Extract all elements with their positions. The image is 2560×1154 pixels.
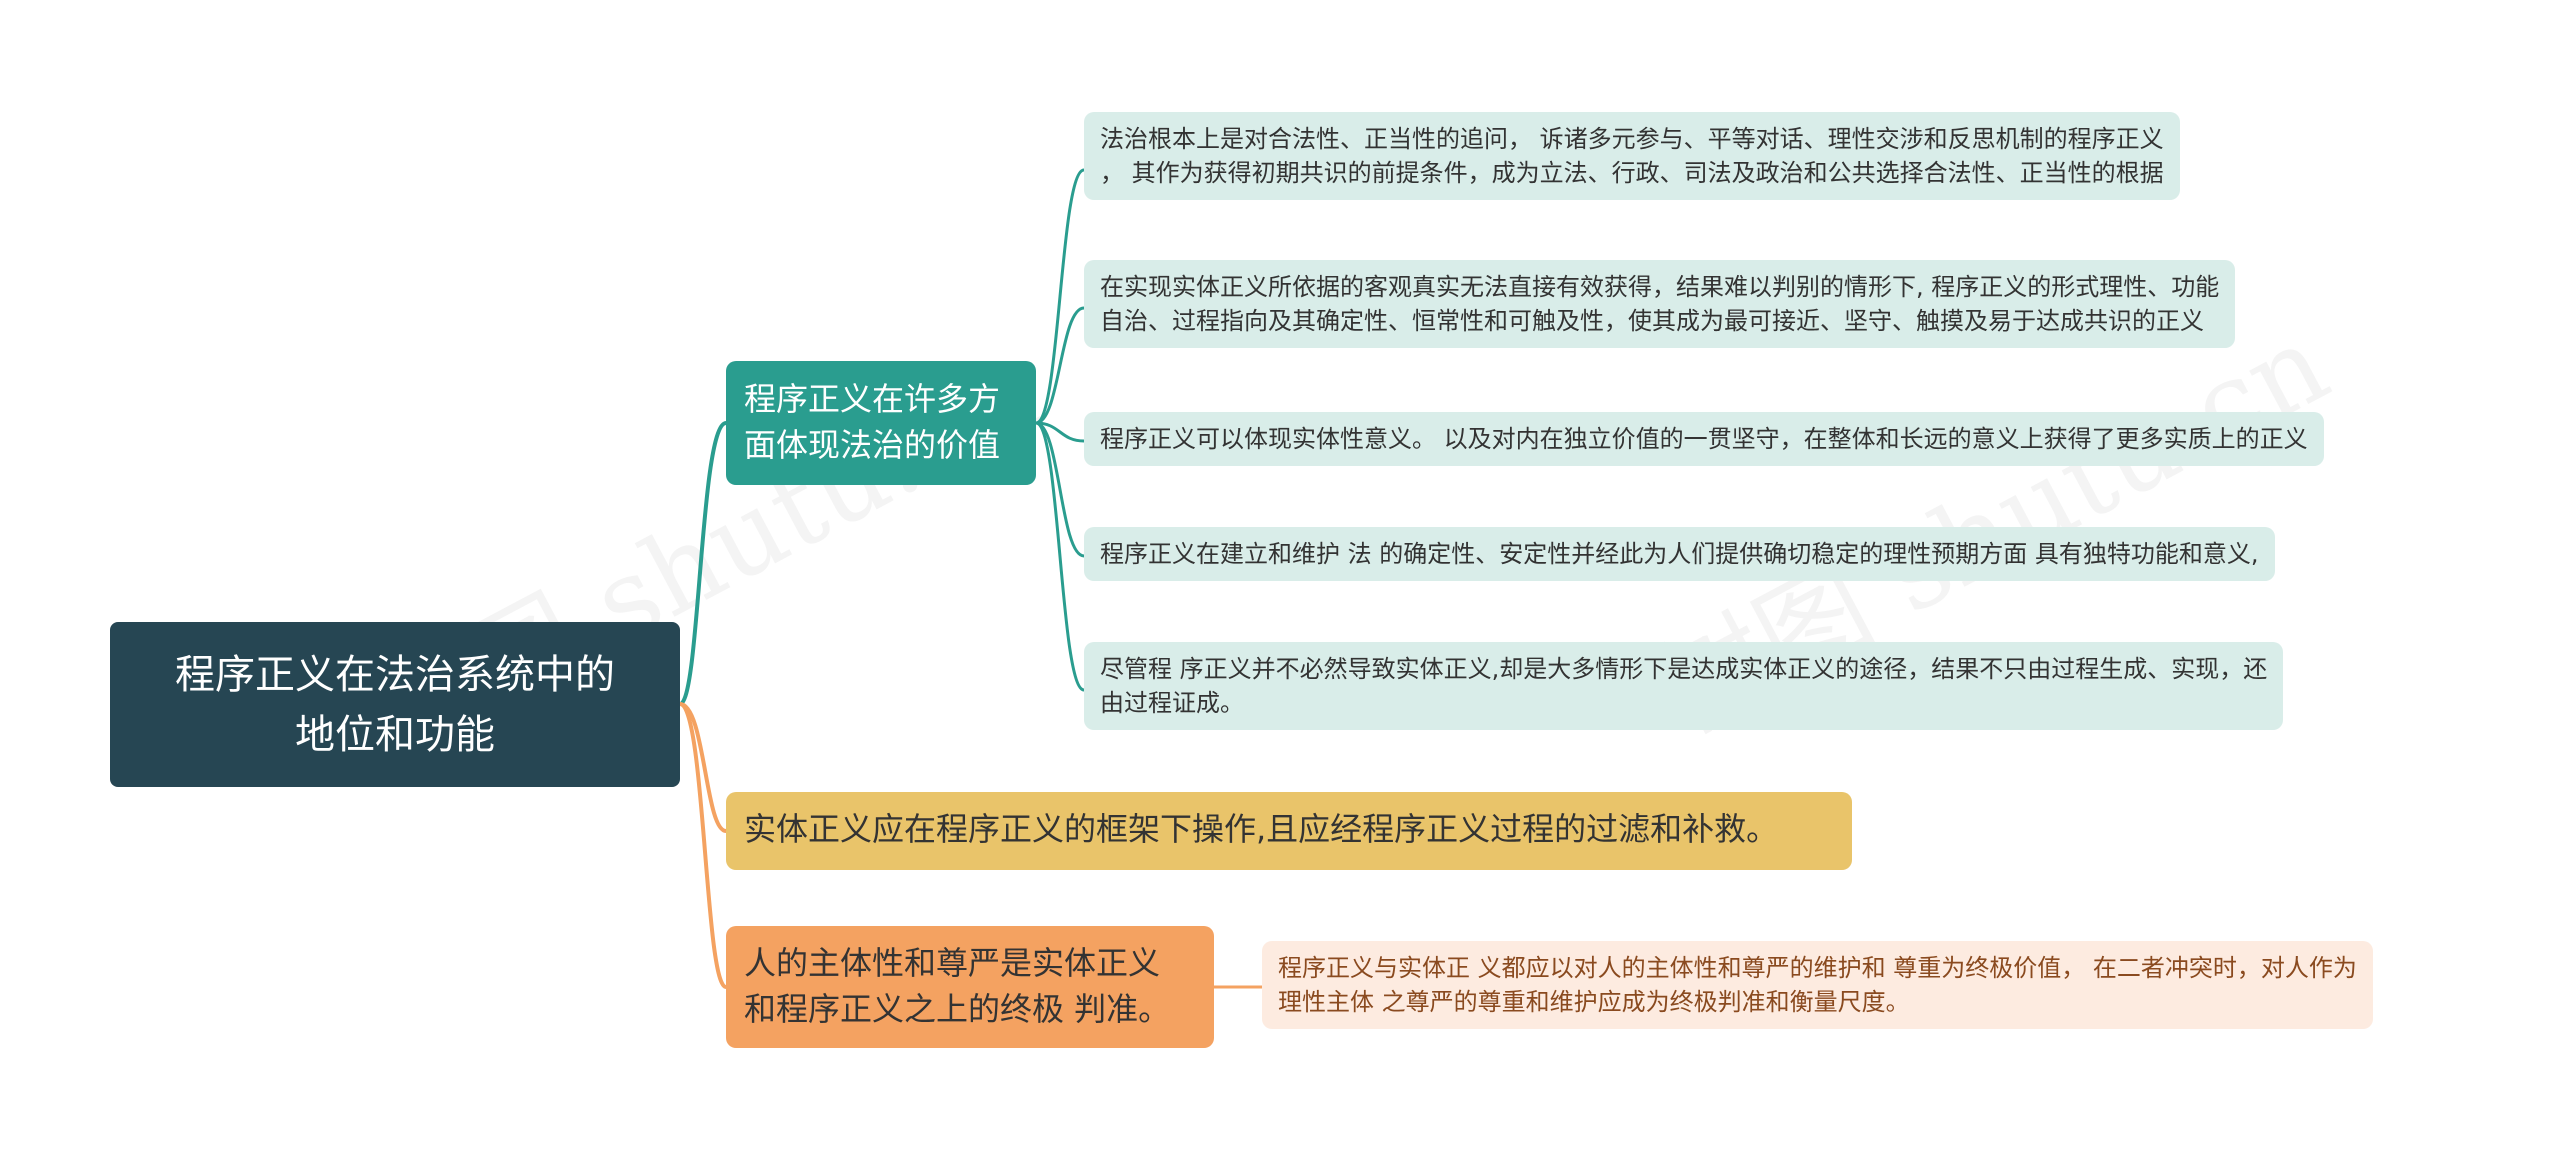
branch-label-line: 面体现法治的价值 bbox=[744, 426, 1001, 464]
leaf-text-line: 由过程证成。 bbox=[1100, 689, 1244, 717]
leaf-node[interactable]: 尽管程 序正义并不必然导致实体正义,却是大多情形下是达成实体正义的途径，结果不只… bbox=[1084, 642, 2284, 730]
leaf-node[interactable]: 在实现实体正义所依据的客观真实无法直接有效获得，结果难以判别的情形下, 程序正义… bbox=[1084, 260, 2236, 348]
connector-branch1-leaf1 bbox=[1035, 168, 1085, 425]
leaf-text-line: 在实现实体正义所依据的客观真实无法直接有效获得，结果难以判别的情形下, 程序正义… bbox=[1100, 273, 2220, 301]
connector-branch1-leaf2 bbox=[1035, 306, 1085, 425]
leaf-text-line: 自治、过程指向及其确定性、恒常性和可触及性，使其成为最可接近、坚守、触摸及易于达… bbox=[1100, 307, 2204, 335]
leaf-text-line: 程序正义可以体现实体性意义。 以及对内在独立价值的一贯坚守，在整体和长远的意义上… bbox=[1100, 425, 2308, 453]
branch-node-substantive-justice[interactable]: 实体正义应在程序正义的框架下操作,且应经程序正义过程的过滤和补救。 bbox=[726, 792, 1852, 870]
root-title-line: 程序正义在法治系统中的 bbox=[175, 651, 615, 698]
branch-node-procedural-justice-value[interactable]: 程序正义在许多方 面体现法治的价值 bbox=[726, 361, 1036, 485]
connector-branch1-leaf4 bbox=[1035, 421, 1085, 558]
leaf-text-line: 法治根本上是对合法性、正当性的追问， 诉诸多元参与、平等对话、理性交涉和反思机制… bbox=[1100, 125, 2164, 153]
leaf-node[interactable]: 程序正义可以体现实体性意义。 以及对内在独立价值的一贯坚守，在整体和长远的意义上… bbox=[1084, 412, 2324, 466]
branch-label-line: 程序正义在许多方 bbox=[744, 380, 1001, 418]
leaf-text-line: 程序正义在建立和维护 法 的确定性、安定性并经此为人们提供确切稳定的理性预期方面… bbox=[1100, 540, 2259, 568]
connector-branch1-leaf3 bbox=[1035, 421, 1085, 443]
leaf-node[interactable]: 程序正义在建立和维护 法 的确定性、安定性并经此为人们提供确切稳定的理性预期方面… bbox=[1084, 527, 2275, 581]
connector-root-branch1 bbox=[678, 421, 727, 706]
root-title-line: 地位和功能 bbox=[295, 711, 495, 758]
connector-branch1-leaf5 bbox=[1035, 421, 1085, 692]
leaf-node[interactable]: 法治根本上是对合法性、正当性的追问， 诉诸多元参与、平等对话、理性交涉和反思机制… bbox=[1084, 112, 2180, 200]
branch-label-line: 实体正义应在程序正义的框架下操作,且应经程序正义过程的过滤和补救。 bbox=[744, 810, 1779, 848]
branch-label-line: 和程序正义之上的终极 判准。 bbox=[744, 990, 1171, 1028]
connector-root-branch3 bbox=[679, 702, 728, 989]
connector-root-branch2 bbox=[679, 702, 727, 833]
leaf-text-line: 程序正义与实体正 义都应以对人的主体性和尊严的维护和 尊重为终极价值， 在二者冲… bbox=[1278, 954, 2357, 982]
branch-node-human-dignity[interactable]: 人的主体性和尊严是实体正义 和程序正义之上的终极 判准。 bbox=[726, 926, 1214, 1048]
leaf-text-line: 尽管程 序正义并不必然导致实体正义,却是大多情形下是达成实体正义的途径，结果不只… bbox=[1100, 655, 2268, 683]
leaf-text-line: ， 其作为获得初期共识的前提条件，成为立法、行政、司法及政治和公共选择合法性、正… bbox=[1100, 159, 2164, 187]
leaf-node[interactable]: 程序正义与实体正 义都应以对人的主体性和尊严的维护和 尊重为终极价值， 在二者冲… bbox=[1262, 941, 2373, 1029]
branch-label-line: 人的主体性和尊严是实体正义 bbox=[744, 944, 1161, 982]
leaf-text-line: 理性主体 之尊严的尊重和维护应成为终极判准和衡量尺度。 bbox=[1278, 988, 1910, 1016]
root-node[interactable]: 程序正义在法治系统中的 地位和功能 bbox=[110, 622, 680, 787]
